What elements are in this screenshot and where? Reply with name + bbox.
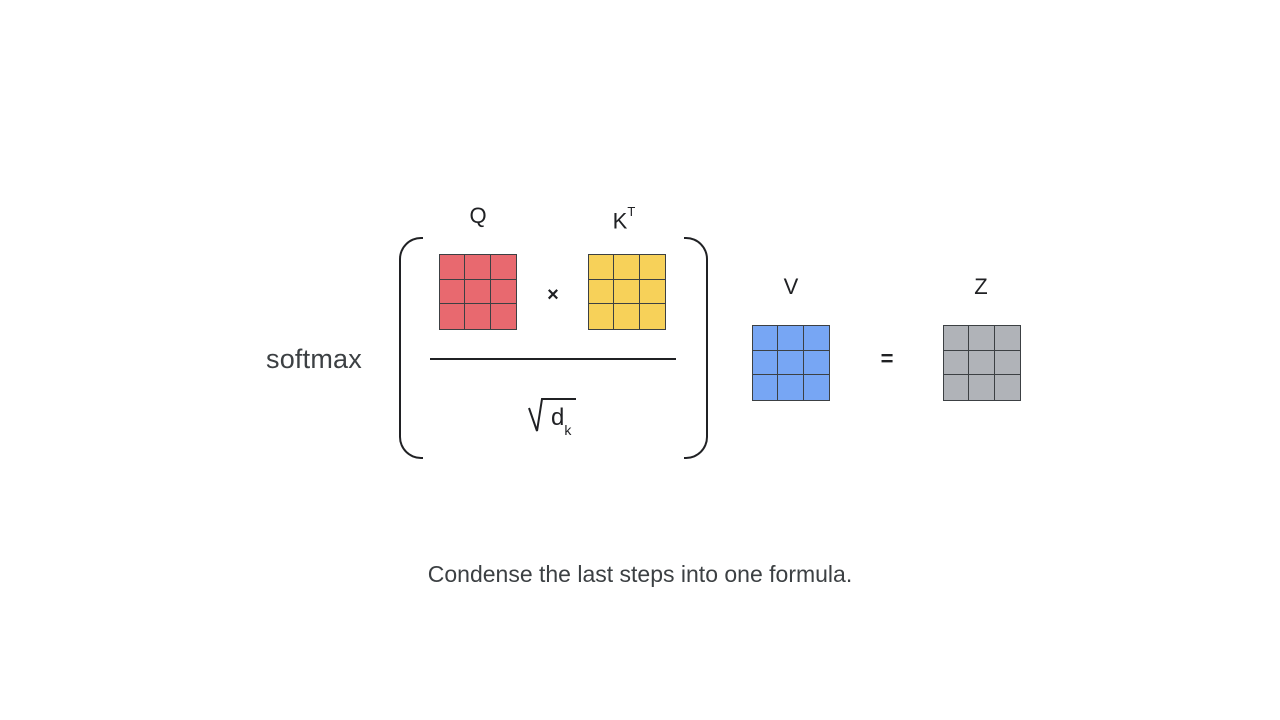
matrix-cell bbox=[753, 326, 779, 351]
matrix-cell bbox=[614, 304, 640, 329]
matrix-cell bbox=[753, 375, 779, 400]
matrix-cell bbox=[753, 350, 779, 376]
matrix-cell bbox=[994, 350, 1020, 376]
matrix-cell bbox=[490, 255, 516, 280]
v-label: V bbox=[783, 274, 799, 299]
denominator-dk: dk bbox=[551, 404, 571, 440]
right-parenthesis bbox=[684, 237, 708, 459]
fraction-bar bbox=[430, 358, 676, 360]
matrix-cell bbox=[589, 279, 615, 305]
matrix-cell bbox=[778, 375, 804, 400]
matrix-cell bbox=[490, 279, 516, 305]
matrix-cell bbox=[778, 350, 804, 376]
k-label: K bbox=[612, 208, 628, 234]
matrix-cell bbox=[803, 375, 829, 400]
matrix-cell bbox=[440, 279, 466, 305]
z-matrix bbox=[943, 325, 1021, 401]
matrix-cell bbox=[994, 375, 1020, 400]
matrix-cell bbox=[614, 255, 640, 280]
caption: Condense the last steps into one formula… bbox=[427, 561, 853, 587]
q-label: Q bbox=[469, 203, 487, 228]
matrix-cell bbox=[490, 304, 516, 329]
matrix-cell bbox=[465, 255, 491, 280]
square-root-icon bbox=[528, 398, 588, 438]
matrix-cell bbox=[465, 304, 491, 329]
equals-sign: = bbox=[880, 346, 894, 371]
matrix-cell bbox=[465, 279, 491, 305]
d-variable: d bbox=[551, 404, 565, 431]
k-transpose-matrix bbox=[588, 254, 666, 330]
softmax-label: softmax bbox=[266, 344, 362, 374]
matrix-cell bbox=[639, 279, 665, 305]
q-matrix bbox=[439, 254, 517, 330]
matrix-cell bbox=[969, 350, 995, 376]
k-subscript: k bbox=[564, 421, 572, 438]
transpose-superscript: T bbox=[627, 204, 636, 219]
matrix-cell bbox=[969, 375, 995, 400]
matrix-cell bbox=[614, 279, 640, 305]
z-label: Z bbox=[974, 274, 988, 299]
matrix-cell bbox=[944, 326, 970, 351]
matrix-cell bbox=[639, 304, 665, 329]
matrix-cell bbox=[778, 326, 804, 351]
matrix-cell bbox=[589, 255, 615, 280]
matrix-cell bbox=[803, 326, 829, 351]
matrix-cell bbox=[944, 375, 970, 400]
matrix-cell bbox=[440, 255, 466, 280]
v-matrix bbox=[752, 325, 830, 401]
matrix-cell bbox=[944, 350, 970, 376]
k-transpose-label: KT bbox=[604, 203, 644, 234]
matrix-cell bbox=[639, 255, 665, 280]
matrix-cell bbox=[994, 326, 1020, 351]
matrix-cell bbox=[803, 350, 829, 376]
left-parenthesis bbox=[399, 237, 423, 459]
multiply-sign: × bbox=[547, 284, 559, 306]
matrix-cell bbox=[440, 304, 466, 329]
matrix-cell bbox=[969, 326, 995, 351]
matrix-cell bbox=[589, 304, 615, 329]
